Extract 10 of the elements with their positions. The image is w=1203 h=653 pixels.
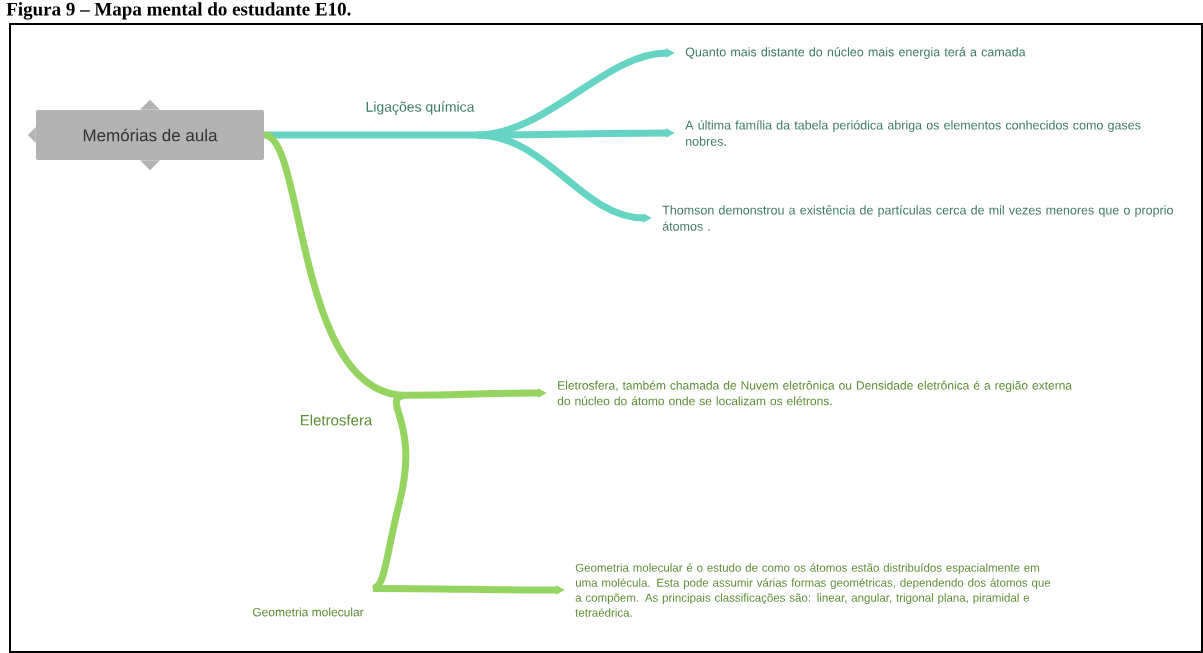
branch-label: Geometria molecular bbox=[252, 607, 364, 617]
leaf-text: Geometria molecular é o estudo de como os átomos estão distribuídos espacialmente em uma molécula. Esta pode assumir várias formas geométricas, dependendo dos átomos que a compõem. As principais classificações são: linear, angular, trigonal plana, piramidal e tetraédrica. bbox=[575, 563, 1051, 617]
topic-box: Memórias de aula bbox=[27, 99, 264, 171]
leaf-text: A última família da tabela periódica abriga os elementos conhecidos como gases nobres. bbox=[685, 120, 1141, 146]
leaf-text: Eletrosfera, também chamada de Nuvem eletrônica ou Densidade eletrônica é a região externa do núcleo do átomo onde se localizam os elétrons. bbox=[557, 380, 1073, 406]
branch-label: Ligações química bbox=[366, 101, 475, 115]
leaf-text: Thomson demonstrou a existência de partículas cerca de mil vezes menores que o proprio átomos . bbox=[662, 205, 1173, 231]
branch-label: Eletrosfera bbox=[300, 414, 373, 426]
leaf-text: Quanto mais distante do núcleo mais energia terá a camada bbox=[685, 47, 1026, 59]
figure-title: Figura 9 – Mapa mental do estudante E10. bbox=[6, 2, 351, 20]
